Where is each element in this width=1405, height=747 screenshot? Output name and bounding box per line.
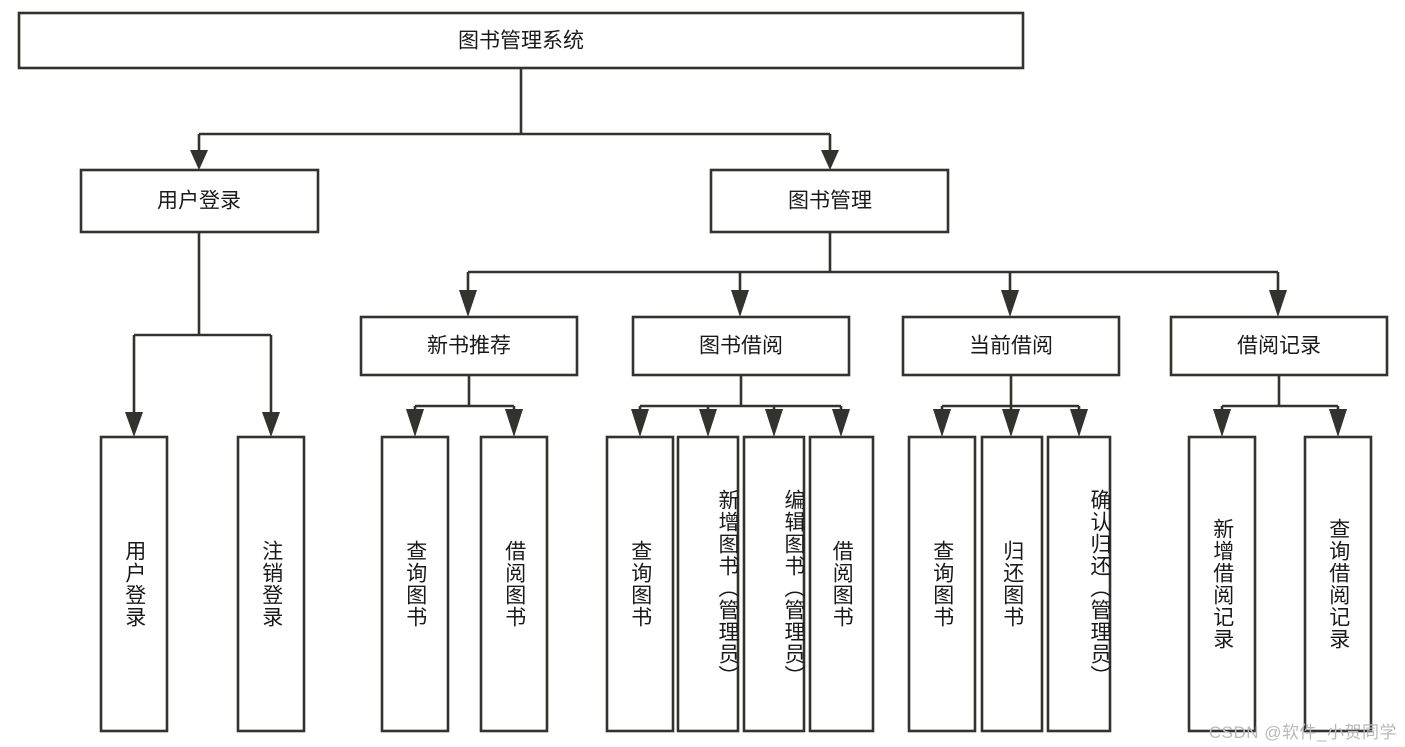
leaf-box-add-book[interactable] (676, 435, 740, 733)
connector-borrow-record-to-leaves (1213, 375, 1347, 437)
node-user-login-box[interactable] (79, 168, 320, 234)
arrow-head-icon (1070, 409, 1088, 437)
leaf-box-borrow-book-2[interactable] (808, 435, 875, 733)
arrow-head-icon (406, 409, 424, 437)
arrow-head-icon (821, 150, 839, 170)
node-borrow-record[interactable]: 借阅记录 (1169, 315, 1389, 377)
arrow-head-icon (190, 150, 208, 170)
node-new-book-recommend[interactable]: 新书推荐 (359, 315, 579, 377)
node-user-login[interactable]: 用户登录 (79, 168, 320, 234)
node-current-borrow-label: 当前借阅 (969, 335, 1053, 358)
arrow-head-icon (459, 290, 477, 317)
csdn-watermark: CSDN @软件_小贺同学 (1208, 723, 1397, 742)
leaf-box-edit-book[interactable] (742, 435, 806, 733)
node-current-borrow-box[interactable] (901, 315, 1121, 377)
connector-current-borrow-to-leaves (933, 375, 1088, 437)
connector-book-borrow-to-leaves (631, 375, 850, 437)
arrow-head-icon (1213, 409, 1231, 437)
leaf-box-query-book-1[interactable] (380, 435, 450, 733)
leaf-box-query-record[interactable] (1303, 435, 1373, 733)
node-new-book-recommend-label: 新书推荐 (427, 335, 511, 358)
connector-user-login-to-leaves (125, 232, 280, 437)
arrow-head-icon (262, 412, 280, 437)
arrow-head-icon (125, 412, 143, 437)
connector-new-book-recommend-to-leaves (406, 375, 523, 437)
arrow-head-icon (699, 409, 717, 437)
arrow-head-icon (933, 409, 951, 437)
arrow-head-icon (731, 290, 749, 317)
leaf-box-return-book[interactable] (980, 435, 1044, 733)
leaf-box-query-book-2[interactable] (605, 435, 675, 733)
arrow-head-icon (1329, 409, 1347, 437)
connector-root-to-level1 (190, 68, 839, 170)
node-borrow-record-label: 借阅记录 (1237, 335, 1321, 358)
arrow-head-icon (1001, 290, 1019, 317)
node-book-borrow[interactable]: 图书借阅 (631, 315, 851, 377)
arrow-head-icon (765, 409, 783, 437)
node-root-label: 图书管理系统 (458, 30, 584, 53)
leaf-box-confirm-return[interactable] (1046, 435, 1112, 733)
arrow-head-icon (1002, 409, 1020, 437)
leaf-box-user-login[interactable] (99, 435, 169, 733)
node-new-book-recommend-box[interactable] (359, 315, 579, 377)
node-user-login-label: 用户登录 (157, 190, 241, 213)
leaf-box-query-book-3[interactable] (907, 435, 977, 733)
leaf-box-logout[interactable] (236, 435, 306, 733)
arrow-head-icon (1269, 290, 1287, 317)
node-root-box[interactable] (17, 11, 1025, 70)
node-current-borrow[interactable]: 当前借阅 (901, 315, 1121, 377)
arrow-head-icon (631, 409, 649, 437)
connector-book-management-to-level2 (459, 232, 1287, 317)
node-book-management-label: 图书管理 (788, 190, 872, 213)
node-root[interactable]: 图书管理系统 (17, 11, 1025, 70)
node-book-borrow-label: 图书借阅 (699, 335, 783, 358)
leaf-box-add-record[interactable] (1187, 435, 1257, 733)
node-book-management[interactable]: 图书管理 (709, 168, 950, 234)
leaf-box-borrow-book-1[interactable] (479, 435, 549, 733)
arrow-head-icon (505, 409, 523, 437)
arrow-head-icon (832, 409, 850, 437)
